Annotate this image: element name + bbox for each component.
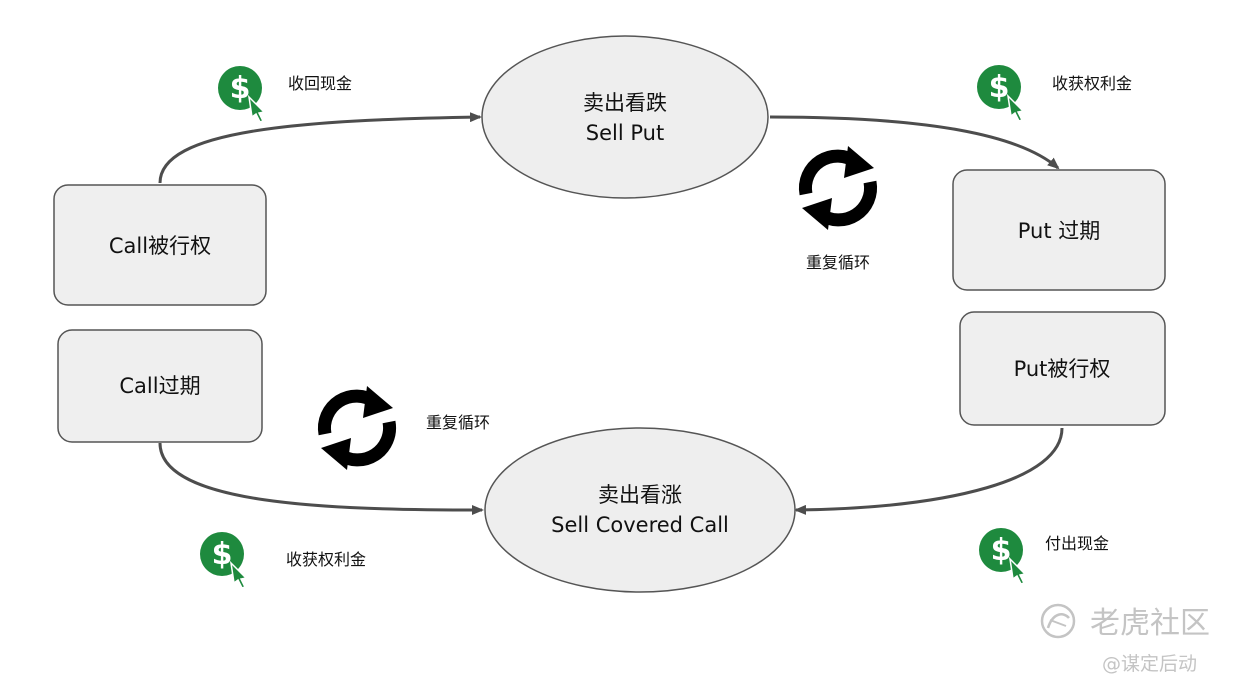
node-sell-covered-call: 卖出看涨 Sell Covered Call (484, 427, 796, 593)
caption-premium-top: 收获权利金 (1052, 74, 1132, 93)
dollar-cursor-icon (976, 64, 1024, 122)
tiger-logo-icon (1040, 603, 1076, 639)
caption-cash-back: 收回现金 (288, 74, 352, 93)
arrow-call-assigned-to-sell-put (158, 112, 482, 184)
sell-put-title-en: Sell Put (586, 121, 664, 145)
caption-pay-cash: 付出现金 (1045, 534, 1109, 553)
put-expire-label: Put 过期 (1018, 219, 1101, 243)
arrow-put-assigned-to-sell-call (794, 427, 1064, 515)
caption-repeat-bottom: 重复循环 (426, 413, 490, 432)
watermark-author: @谋定后动 (1102, 653, 1197, 675)
node-put-assigned: Put被行权 (959, 311, 1166, 426)
watermark: 老虎社区 @谋定后动 (1040, 603, 1210, 675)
sell-put-title-cn: 卖出看跌 (583, 91, 667, 115)
sell-call-title-cn: 卖出看涨 (598, 483, 682, 507)
put-assigned-label: Put被行权 (1014, 357, 1111, 381)
sell-call-title-en: Sell Covered Call (551, 513, 729, 537)
node-call-assigned: Call被行权 (53, 184, 267, 306)
call-expire-label: Call过期 (119, 374, 200, 398)
refresh-cycle-icon (802, 146, 874, 230)
node-put-expire: Put 过期 (952, 169, 1166, 291)
dollar-cursor-icon (217, 65, 265, 123)
node-sell-put: 卖出看跌 Sell Put (481, 35, 769, 199)
node-call-expire: Call过期 (57, 329, 263, 443)
dollar-cursor-icon (978, 527, 1026, 585)
refresh-cycle-icon (321, 386, 393, 470)
caption-repeat-top: 重复循环 (806, 253, 870, 272)
dollar-cursor-icon (199, 531, 247, 589)
arrow-sell-put-to-put-expire (769, 115, 1060, 170)
call-assigned-label: Call被行权 (109, 234, 211, 258)
watermark-brand: 老虎社区 (1090, 606, 1210, 641)
caption-premium-bottom: 收获权利金 (286, 550, 366, 569)
arrow-call-expire-to-sell-call (158, 442, 484, 515)
